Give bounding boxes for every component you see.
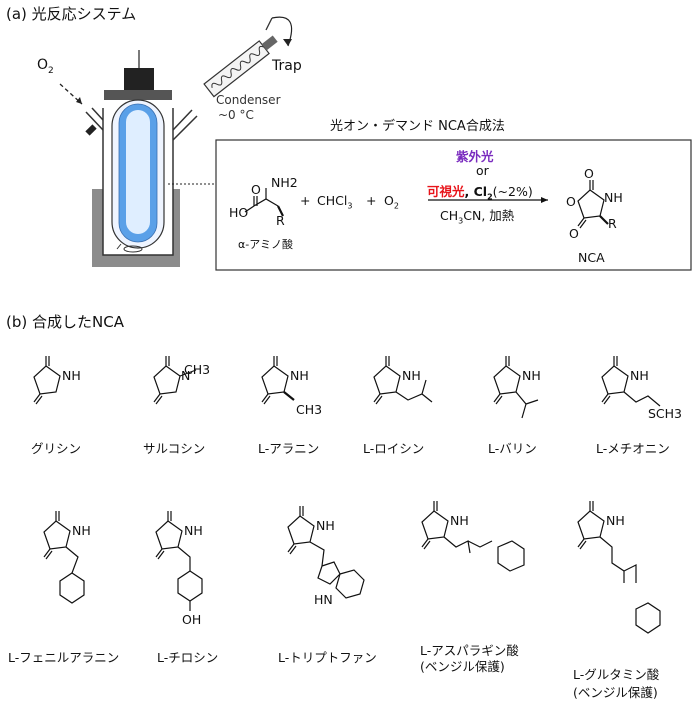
vessel-cap (104, 90, 172, 100)
nca-r: R (608, 216, 617, 231)
condenser (203, 35, 278, 98)
amino-acid-structure (244, 188, 284, 217)
compound-name-valine: L-バリン (488, 441, 537, 456)
sarcosine-ch3: CH3 (184, 362, 211, 377)
nca-product-structure (577, 180, 609, 229)
ring-nh-8: NH (184, 523, 203, 538)
compound-name-glycine: グリシン (31, 441, 82, 456)
sarcosine-structure (153, 355, 197, 405)
tyrosine-structure (155, 510, 203, 611)
r-label: R (276, 213, 285, 228)
o2-reagent: O2 (384, 193, 399, 211)
alanine-structure (261, 355, 295, 405)
ring-nh-9: NH (316, 518, 335, 533)
compound-name-aspartic-acid: L-アスパラギン酸 (420, 643, 519, 658)
compound-name-alanine: L-アラニン (258, 441, 320, 456)
nca-o-top: O (584, 166, 594, 181)
glycine-structure (33, 355, 61, 405)
condenser-temp: ~0 °C (218, 108, 254, 122)
tryptophan-structure (287, 505, 365, 599)
ring-nh-7: NH (72, 523, 91, 538)
solvent-label: CH3CN, 加熱 (440, 208, 515, 226)
nca-o-bottom: O (569, 226, 579, 241)
ring-nh-1: NH (62, 368, 81, 383)
compound-note-aspartic-acid: (ベンジル保護) (420, 659, 505, 674)
reaction-scheme-box (215, 139, 692, 271)
tyrosine-oh: OH (182, 612, 202, 627)
phenylalanine-structure (43, 510, 85, 604)
aspartic-acid-structure (421, 500, 525, 572)
lamp-stopper (124, 68, 154, 90)
leucine-structure (373, 355, 433, 405)
photoreactor-diagram (59, 16, 692, 271)
ring-n-2: N (181, 368, 191, 383)
methionine-structure (601, 355, 661, 407)
methionine-sch3: SCH3 (648, 406, 683, 421)
ring-nh-6: NH (630, 368, 649, 383)
visible-light-cl2: 可視光, Cl2(~2%) (427, 184, 533, 202)
uv-light-label: 紫外光 (456, 149, 494, 164)
compound-name-glutamic-acid: L-グルタミン酸 (573, 667, 660, 682)
compound-name-leucine: L-ロイシン (363, 441, 425, 456)
o2-inlet-label: O2 (37, 57, 54, 76)
plus-1: + (300, 193, 311, 208)
valine-structure (493, 355, 539, 419)
compound-note-glutamic-acid: (ベンジル保護) (573, 685, 658, 700)
tryptophan-hn: HN (314, 592, 333, 607)
compound-name-methionine: L-メチオニン (596, 441, 670, 456)
nca-product-label: NCA (578, 250, 605, 265)
compound-name-tryptophan: L-トリプトファン (278, 650, 377, 665)
ring-nh-3: NH (290, 368, 309, 383)
nca-nh: NH (604, 190, 623, 205)
condenser-label: Condenser (216, 93, 281, 107)
compound-name-phenylalanine: L-フェニルアラニン (8, 650, 120, 665)
scheme-title: 光オン・デマンド NCA合成法 (330, 119, 505, 134)
ho-label: HO (229, 205, 249, 220)
amino-acid-label: α-アミノ酸 (238, 238, 293, 251)
glutamic-acid-structure (577, 500, 661, 634)
o-label: O (251, 182, 261, 197)
ring-nh-5: NH (522, 368, 541, 383)
nca-o-ring: O (566, 194, 576, 209)
compound-name-sarcosine: サルコシン (143, 441, 206, 456)
section-b-title: (b) 合成したNCA (6, 313, 124, 331)
plus-2: + (366, 193, 377, 208)
chcl3-label: CHCl3 (317, 193, 353, 211)
trap-label: Trap (272, 58, 302, 74)
compound-name-tyrosine: L-チロシン (157, 650, 219, 665)
nca-structures (33, 355, 661, 634)
ring-nh-4: NH (402, 368, 421, 383)
section-a-title: (a) 光反応システム (6, 5, 137, 23)
nh2-label: NH2 (271, 175, 298, 190)
alanine-ch3: CH3 (296, 402, 323, 417)
ring-nh-11: NH (606, 513, 625, 528)
ring-nh-10: NH (450, 513, 469, 528)
or-label: or (476, 163, 489, 178)
